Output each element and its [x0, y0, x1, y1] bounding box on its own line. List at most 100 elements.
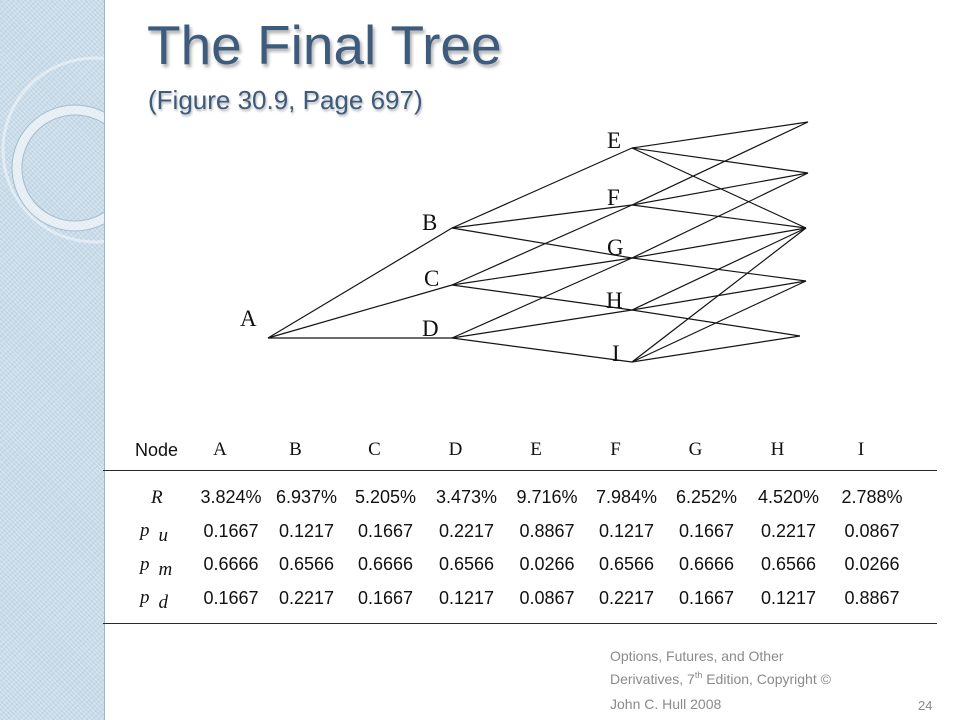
- column-header: A: [213, 439, 227, 460]
- table-cell: 0.0266: [844, 554, 900, 575]
- table-cell: 0.1667: [203, 520, 259, 541]
- slide-title: The Final Tree: [147, 14, 502, 76]
- table-cell: 4.520%: [757, 487, 820, 508]
- footer-line: Derivatives, 7th Edition, Copyright ©: [610, 668, 831, 693]
- slide-subtitle: (Figure 30.9, Page 697): [148, 85, 423, 115]
- table-cell: 0.1217: [598, 520, 655, 541]
- tree-branch: [451, 257, 633, 339]
- tree-branch: [267, 284, 453, 339]
- table-cell: 9.716%: [516, 487, 578, 508]
- tree-node-label-g: G: [607, 235, 624, 260]
- table-cell: 0.6566: [438, 554, 495, 575]
- table-row: R 3.824% 6.937% 5.205% 3.473% 9.716% 7.984% 6.2…: [103, 481, 937, 515]
- node-table-body: R 3.824% 6.937% 5.205% 3.473% 9.716% 7.984% 6.2…: [103, 481, 937, 615]
- table-cell: 0.1667: [678, 520, 735, 541]
- table-cell: 0.1217: [278, 520, 335, 541]
- tree-branch: [451, 337, 633, 363]
- footer-line: John C. Hull 2008: [610, 696, 722, 712]
- tree-branch: [267, 227, 453, 339]
- row-symbol: R: [151, 486, 163, 508]
- table-cell: 2.788%: [841, 487, 903, 508]
- table-cell: 0.2217: [598, 587, 655, 608]
- tree-branch: [631, 121, 809, 206]
- table-cell: 0.0867: [844, 520, 900, 541]
- table-cell: 0.1217: [438, 587, 495, 608]
- table-cell: 0.1667: [357, 587, 414, 608]
- row-subscript: u: [158, 525, 169, 547]
- row-subscript: m: [158, 558, 173, 580]
- node-header-label: Node: [135, 439, 179, 460]
- tree-branch: [451, 257, 633, 286]
- column-header: F: [610, 439, 621, 460]
- footer-line: Options, Futures, and Other: [610, 648, 784, 664]
- table-cell: 0.2217: [760, 520, 817, 541]
- footer-superscript: th: [694, 670, 703, 680]
- tree-node-label-c: C: [424, 266, 439, 291]
- table-cell: 0.1217: [760, 587, 817, 608]
- table-cell: 0.6566: [760, 554, 817, 575]
- tree-branch: [631, 172, 809, 259]
- table-cell: 6.937%: [275, 487, 338, 508]
- tree-branch: [451, 309, 633, 339]
- tree-branch: [631, 280, 807, 363]
- tree-node-label-f: F: [607, 185, 620, 210]
- tree-branch: [451, 204, 633, 286]
- table-cell: 3.473%: [435, 487, 498, 508]
- decorative-circle: [12, 105, 104, 231]
- tree-branch: [631, 121, 809, 149]
- tree-branch: [451, 227, 633, 259]
- tree-branches: [267, 121, 809, 363]
- table-cell: 0.1667: [357, 520, 414, 541]
- table-cell: 0.2217: [278, 587, 335, 608]
- table-cell: 0.6666: [678, 554, 735, 575]
- tree-branch: [451, 204, 633, 229]
- decorative-circle: [1, 56, 104, 244]
- column-header: D: [448, 439, 463, 460]
- row-symbol: p: [140, 553, 150, 575]
- table-cell: 0.8867: [844, 587, 900, 608]
- footer-text: Edition, Copyright ©: [702, 671, 831, 687]
- table-cell: 7.984%: [595, 487, 658, 508]
- tree-branch: [631, 147, 807, 229]
- table-cell: 6.252%: [675, 487, 738, 508]
- row-label: R: [103, 487, 194, 509]
- tree-branch: [631, 227, 807, 259]
- column-header: G: [688, 439, 703, 460]
- tree-node-label-i: I: [612, 341, 620, 366]
- decorative-circle: [21, 114, 104, 222]
- row-symbol: p: [140, 587, 150, 609]
- side-band: [0, 0, 105, 720]
- column-header: B: [289, 439, 302, 460]
- tree-node-label-h: H: [606, 288, 623, 313]
- column-header: I: [857, 439, 865, 460]
- tree-node-label-d: D: [422, 316, 439, 341]
- table-bottom-rule: [103, 623, 937, 624]
- tree-branch: [631, 227, 807, 311]
- page-number: 24: [918, 698, 933, 713]
- tree-branch: [631, 172, 809, 206]
- table-cell: 0.6666: [203, 554, 259, 575]
- footer-text: Derivatives, 7: [610, 671, 695, 687]
- table-cell: 3.824%: [200, 487, 262, 508]
- row-symbol: p: [140, 520, 150, 542]
- decorative-circles: [1, 56, 104, 244]
- tree-branch: [631, 147, 809, 174]
- column-header: E: [530, 439, 542, 460]
- table-cell: 0.6566: [278, 554, 335, 575]
- table-cell: 0.2217: [438, 520, 495, 541]
- tree-node-label-b: B: [422, 210, 437, 235]
- table-top-rule: [103, 470, 937, 471]
- trinomial-tree-diagram: A B C D E F G H I: [240, 121, 809, 366]
- table-cell: 0.0867: [519, 587, 575, 608]
- tree-branch: [631, 227, 807, 363]
- table-cell: 0.8867: [519, 520, 575, 541]
- row-subscript: d: [158, 592, 169, 614]
- table-cell: 5.205%: [354, 487, 417, 508]
- column-header: C: [368, 439, 381, 460]
